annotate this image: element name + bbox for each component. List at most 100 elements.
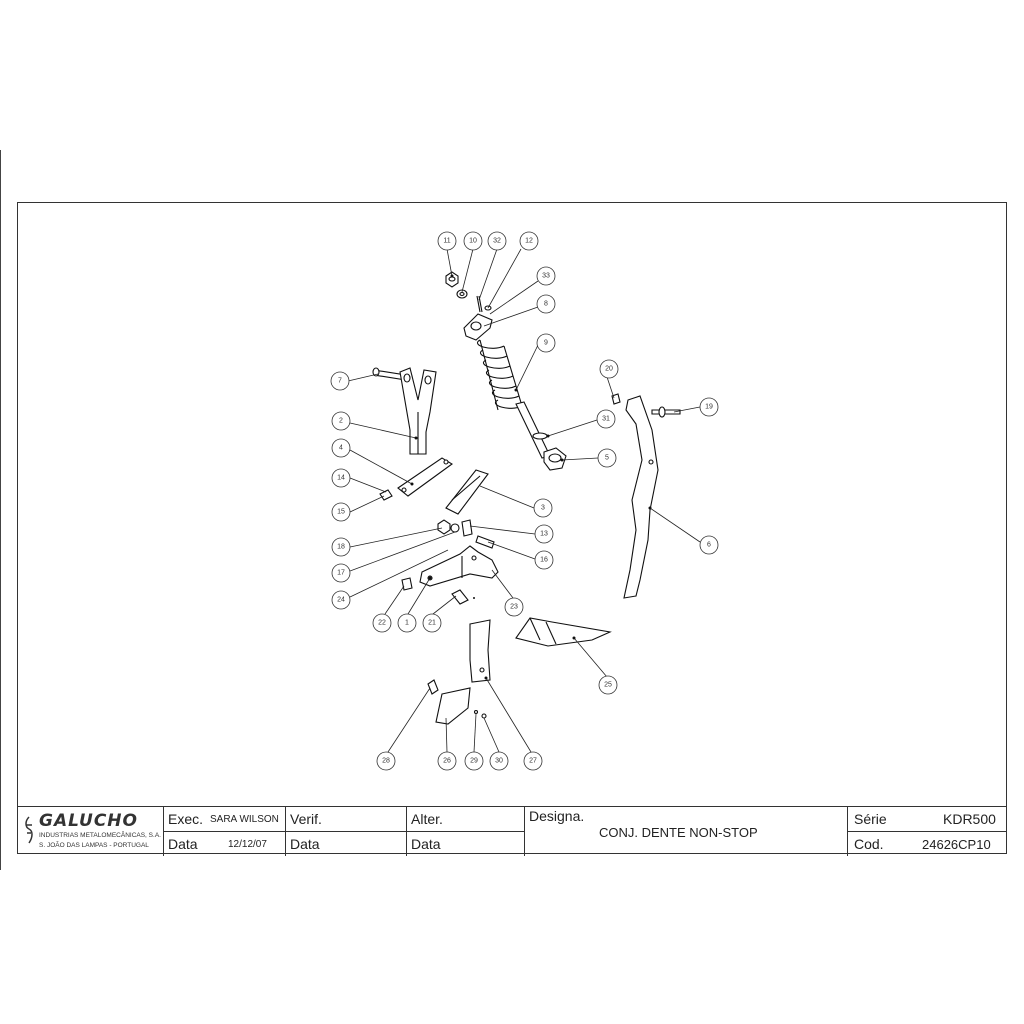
part-spring xyxy=(477,339,523,411)
designation-cell: Designa. CONJ. DENTE NON-STOP xyxy=(524,807,847,856)
svg-text:12: 12 xyxy=(525,238,533,245)
callout-8: 8 xyxy=(536,294,556,314)
svg-text:25: 25 xyxy=(604,682,612,689)
drawing-frame xyxy=(17,202,1007,854)
part-washer xyxy=(456,289,468,299)
callout-30: 30 xyxy=(489,751,509,771)
part-cap-nut xyxy=(401,577,413,591)
title-block: GALUCHO INDUSTRIAS METALOMECÂNICAS, S.A.… xyxy=(17,806,1007,856)
svg-text:6: 6 xyxy=(707,542,711,549)
part-bolt-small xyxy=(451,589,475,605)
part-rod xyxy=(515,401,551,459)
svg-text:23: 23 xyxy=(510,604,518,611)
callout-22: 22 xyxy=(372,613,392,633)
part-plate xyxy=(461,519,473,537)
svg-text:16: 16 xyxy=(540,557,548,564)
svg-text:31: 31 xyxy=(602,416,610,423)
svg-text:27: 27 xyxy=(529,758,537,765)
part-nut xyxy=(445,271,459,288)
svg-text:15: 15 xyxy=(337,509,345,516)
svg-text:17: 17 xyxy=(337,570,345,577)
company-line2: S. JOÃO DAS LAMPAS - PORTUGAL xyxy=(39,842,149,849)
verif-label: Verif. xyxy=(290,811,322,827)
callout-14: 14 xyxy=(331,468,351,488)
serie-value: KDR500 xyxy=(943,811,996,827)
callout-20-top: 20 xyxy=(599,359,619,379)
callout-11: 11 xyxy=(437,231,457,251)
svg-text:3: 3 xyxy=(541,505,545,512)
callout-13: 13 xyxy=(534,524,554,544)
part-main-bracket xyxy=(419,545,499,587)
part-spring-base xyxy=(543,447,567,471)
callout-4: 4 xyxy=(331,438,351,458)
part-plow-bolt xyxy=(427,679,439,695)
galucho-logo-icon xyxy=(25,816,33,844)
svg-text:5: 5 xyxy=(605,455,609,462)
exec-label: Exec. xyxy=(168,811,204,827)
svg-text:33: 33 xyxy=(542,273,550,280)
callout-25: 25 xyxy=(598,675,618,695)
callout-1: 1 xyxy=(397,613,417,633)
callout-33: 33 xyxy=(536,266,556,286)
callout-9: 9 xyxy=(536,333,556,353)
svg-text:32: 32 xyxy=(493,238,501,245)
part-link-plate xyxy=(397,457,453,497)
svg-text:4: 4 xyxy=(339,445,343,452)
callout-24: 24 xyxy=(331,590,351,610)
part-wear-plate xyxy=(435,687,471,725)
svg-text:29: 29 xyxy=(470,758,478,765)
title-block-divider xyxy=(163,831,524,832)
company-line1: INDUSTRIAS METALOMECÂNICAS, S.A. xyxy=(39,832,161,839)
callout-17: 17 xyxy=(331,563,351,583)
part-bolt-long xyxy=(651,406,681,418)
callout-23: 23 xyxy=(504,597,524,617)
svg-text:20: 20 xyxy=(605,366,613,373)
company-name: GALUCHO xyxy=(39,811,138,831)
callout-16: 16 xyxy=(534,550,554,570)
svg-text:22: 22 xyxy=(378,620,386,627)
callout-10: 10 xyxy=(463,231,483,251)
callout-3: 3 xyxy=(533,498,553,518)
callout-2: 2 xyxy=(331,411,351,431)
svg-text:10: 10 xyxy=(469,238,477,245)
exec-date: 12/12/07 xyxy=(228,839,267,850)
callout-32: 32 xyxy=(487,231,507,251)
part-shank xyxy=(469,619,491,683)
part-flat-washer xyxy=(450,523,460,533)
leader-lines xyxy=(347,248,701,753)
callout-31: 31 xyxy=(596,409,616,429)
cod-label: Cod. xyxy=(854,836,884,852)
callout-27: 27 xyxy=(523,751,543,771)
part-link-arm xyxy=(445,469,489,515)
designa-label: Designa. xyxy=(529,808,585,824)
svg-text:8: 8 xyxy=(544,301,548,308)
svg-text:21: 21 xyxy=(428,620,436,627)
callout-18: 18 xyxy=(331,537,351,557)
svg-text:11: 11 xyxy=(443,238,450,245)
callout-15: 15 xyxy=(331,502,351,522)
leader-dots xyxy=(410,274,652,680)
svg-text:14: 14 xyxy=(337,475,345,482)
verif-data-label: Data xyxy=(290,836,320,852)
svg-text:13: 13 xyxy=(540,531,548,538)
alter-data-label: Data xyxy=(411,836,441,852)
svg-text:2: 2 xyxy=(339,418,343,425)
svg-text:28: 28 xyxy=(382,758,390,765)
callout-28: 28 xyxy=(376,751,396,771)
title-block-divider-right xyxy=(847,831,1007,832)
svg-text:26: 26 xyxy=(443,758,451,765)
cod-value: 24626CP10 xyxy=(922,837,991,852)
serie-label: Série xyxy=(854,811,887,827)
callout-7: 7 xyxy=(330,371,350,391)
svg-text:30: 30 xyxy=(495,758,503,765)
callout-5-upper: 5 xyxy=(597,448,617,468)
svg-text:24: 24 xyxy=(337,597,345,604)
exec-data-label: Data xyxy=(168,836,198,852)
callout-6: 6 xyxy=(699,535,719,555)
part-spring-cap xyxy=(463,313,493,341)
svg-text:9: 9 xyxy=(544,340,548,347)
part-tine xyxy=(623,395,659,599)
exec-value: SARA WILSON xyxy=(210,814,279,825)
callout-29: 29 xyxy=(464,751,484,771)
